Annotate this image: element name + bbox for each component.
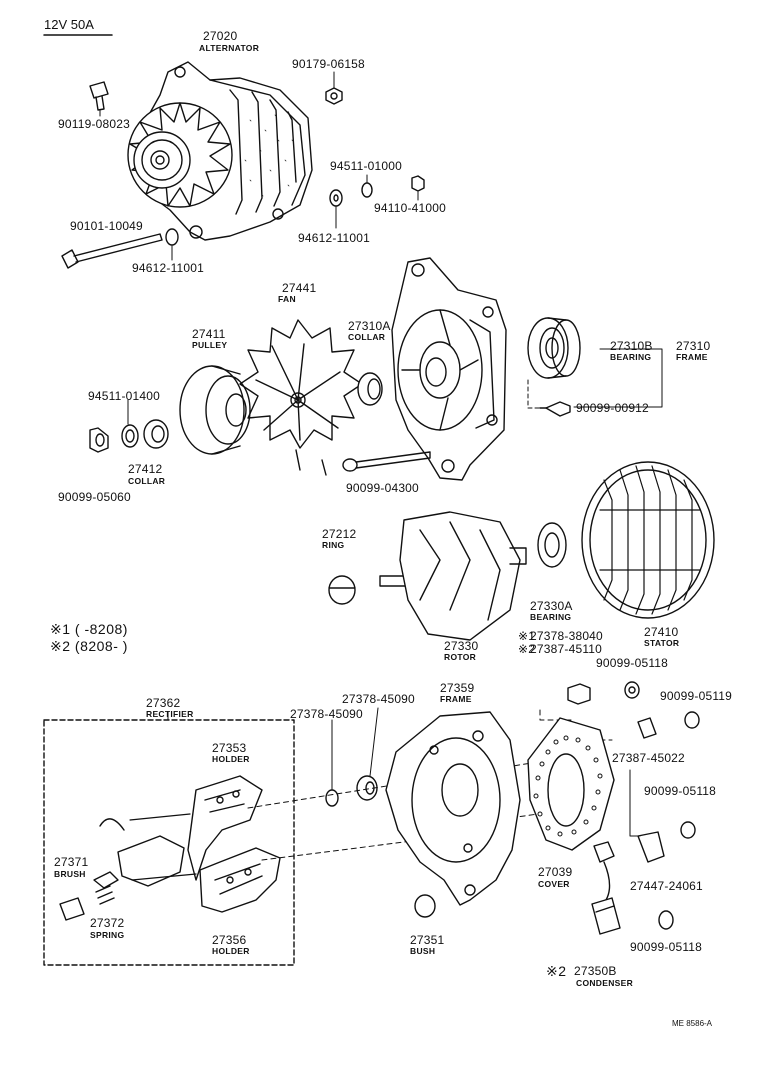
small-hardware-drawing	[329, 174, 425, 229]
drawing-code: ME 8586-A	[672, 1019, 713, 1028]
rear-bearing-drawing	[537, 522, 567, 568]
stator-drawing	[581, 461, 715, 619]
part-name-bearing-rear: BEARING	[530, 612, 572, 622]
condenser-mark: ※2	[546, 963, 567, 979]
bush-drawing	[414, 894, 436, 918]
spec-label: 12V 50A	[44, 17, 94, 32]
part-number-bearing-rear: 27330A	[530, 599, 573, 613]
rotor-drawing	[379, 511, 527, 641]
part-number-nut-4: 90099-05118	[630, 940, 703, 954]
fan-drawing	[239, 319, 363, 476]
holder-a-drawing	[187, 775, 263, 881]
part-number-frame-rear: 27359	[440, 681, 475, 695]
part-name-holder-b: HOLDER	[212, 946, 250, 956]
part-number-stator: 27410	[644, 625, 679, 639]
through-bolt-drawing	[342, 451, 431, 472]
variant-2-mark: ※2	[518, 642, 536, 656]
cover-drawing	[527, 717, 615, 851]
alternator-assembly	[127, 61, 313, 241]
part-number-nut-2: 90099-05119	[660, 689, 733, 703]
part-number-rotor: 27330	[444, 639, 479, 653]
note-2: ※2 (8208- )	[50, 638, 128, 654]
long-bolt-drawing	[61, 228, 179, 269]
part-number-washer-a: 94511-01000	[330, 159, 403, 173]
part-name-collar-a: COLLAR	[348, 332, 386, 342]
part-number-washer-pulley: 94511-01400	[88, 389, 161, 403]
part-name-rotor: ROTOR	[444, 652, 477, 662]
part-number-frame-front: 27310	[676, 339, 711, 353]
variant-1-number: 27378-38040	[530, 629, 603, 643]
holder-b-drawing	[199, 847, 281, 913]
part-number-nut-pulley: 90099-05060	[58, 490, 131, 504]
part-number-alternator: 27020	[203, 29, 238, 43]
part-name-pulley: PULLEY	[192, 340, 228, 350]
nut-top-drawing	[325, 87, 343, 105]
rear-frame-drawing	[385, 711, 521, 906]
part-number-nut-a: 94110-41000	[374, 201, 447, 215]
part-number-frame-screw: 90099-00912	[576, 401, 649, 415]
part-name-holder-a: HOLDER	[212, 754, 250, 764]
part-number-collar-b: 27412	[128, 462, 163, 476]
front-frame-drawing	[391, 257, 507, 481]
part-number-insulator-b: 27378-45090	[342, 692, 415, 706]
collar-a-drawing	[357, 372, 383, 406]
part-number-washer-c: 94612-11001	[132, 261, 205, 275]
part-number-terminal: 27447-24061	[630, 879, 703, 893]
frame-screw-drawing	[539, 401, 571, 417]
part-name-frame-front: FRAME	[676, 352, 708, 362]
part-name-frame-rear: FRAME	[440, 694, 472, 704]
part-number-nut-3: 90099-05118	[644, 784, 717, 798]
part-number-rectifier: 27362	[146, 696, 181, 710]
part-number-holder-b: 27356	[212, 933, 247, 947]
part-name-spring: SPRING	[90, 930, 125, 940]
part-name-condenser: CONDENSER	[576, 978, 634, 988]
ring-drawing	[328, 575, 356, 605]
part-number-through-bolt: 90099-04300	[346, 481, 419, 495]
part-name-stator: STATOR	[644, 638, 680, 648]
part-number-bolt-top: 90119-08023	[58, 117, 131, 131]
part-name-ring: RING	[322, 540, 345, 550]
part-name-bush: BUSH	[410, 946, 436, 956]
part-number-insulator-a: 27378-45090	[290, 707, 363, 721]
part-number-cover: 27039	[538, 865, 573, 879]
part-number-bush: 27351	[410, 933, 445, 947]
note-1: ※1 ( -8208)	[50, 621, 128, 637]
part-number-bearing-front: 27310B	[610, 339, 653, 353]
part-name-alternator: ALTERNATOR	[199, 43, 260, 53]
part-number-pulley: 27411	[192, 327, 226, 341]
part-number-nut-top: 90179-06158	[292, 57, 365, 71]
part-number-brush: 27371	[54, 855, 89, 869]
pulley-hardware-drawing	[89, 399, 169, 453]
part-name-bearing-front: BEARING	[610, 352, 652, 362]
rear-nuts-drawing	[567, 681, 700, 930]
pulley-drawing	[179, 365, 251, 455]
part-number-nut-1: 90099-05118	[596, 656, 669, 670]
part-name-collar-b: COLLAR	[128, 476, 166, 486]
part-name-cover: COVER	[538, 879, 570, 889]
front-bearing-drawing	[527, 317, 581, 379]
part-number-fan: 27441	[282, 281, 317, 295]
part-number-insul-c: 27387-45022	[612, 751, 685, 765]
variant-2-number: 27387-45110	[530, 642, 603, 656]
variant-1-mark: ※1	[518, 629, 536, 643]
part-number-spring: 27372	[90, 916, 125, 930]
condenser-drawing	[591, 841, 621, 935]
part-number-ring: 27212	[322, 527, 357, 541]
rectifier-box-drawing	[43, 719, 295, 966]
part-number-condenser: 27350B	[574, 964, 617, 978]
brush-assembly-drawing	[59, 813, 197, 921]
part-number-holder-a: 27353	[212, 741, 247, 755]
part-name-fan: FAN	[278, 294, 296, 304]
part-number-washer-b: 94612-11001	[298, 231, 371, 245]
part-number-collar-a: 27310A	[348, 319, 391, 333]
part-name-brush: BRUSH	[54, 869, 86, 879]
part-number-long-bolt: 90101-10049	[70, 219, 143, 233]
bolt-top-drawing	[89, 81, 109, 111]
insulators-drawing	[325, 707, 379, 807]
part-name-rectifier: RECTIFIER	[146, 709, 194, 719]
